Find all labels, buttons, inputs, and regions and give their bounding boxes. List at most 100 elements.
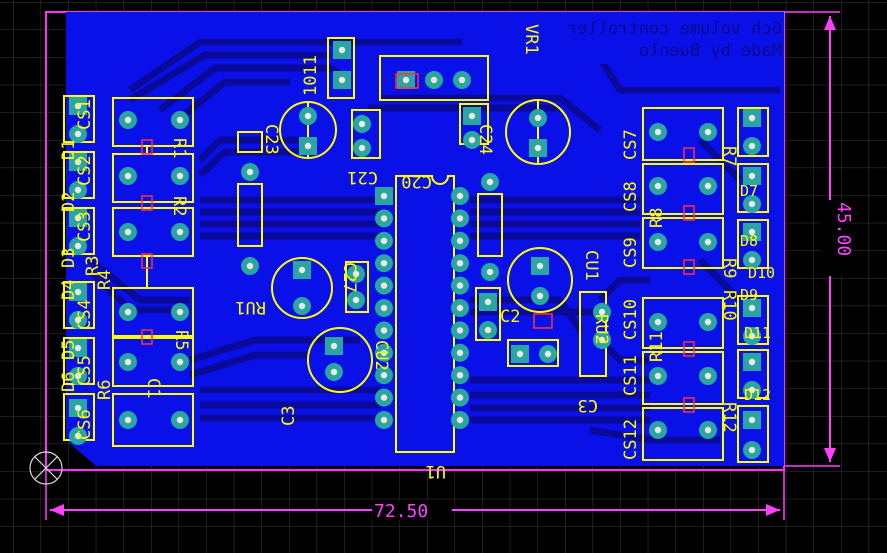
label-c24: C24 bbox=[475, 124, 495, 155]
drill-hole bbox=[380, 192, 388, 200]
drill-hole bbox=[352, 270, 360, 278]
drill-hole bbox=[536, 292, 544, 300]
drill-hole bbox=[74, 404, 82, 412]
drill-hole bbox=[654, 238, 662, 246]
drill-hole bbox=[654, 426, 662, 434]
drill-hole bbox=[124, 172, 132, 180]
dimension-width-label: 72.50 bbox=[374, 501, 428, 522]
drill-hole bbox=[456, 260, 464, 267]
drill-hole bbox=[380, 282, 388, 289]
drill-hole bbox=[74, 344, 82, 352]
drill-hole bbox=[748, 172, 756, 180]
label-r9: R9 bbox=[719, 258, 739, 278]
drill-hole bbox=[456, 192, 464, 200]
label-cs10: CS10 bbox=[621, 299, 641, 340]
label-ru1: RU1 bbox=[235, 297, 266, 317]
drill-hole bbox=[654, 318, 662, 326]
misc-outlines bbox=[237, 37, 607, 377]
ic-u1-outline bbox=[395, 175, 455, 453]
drill-hole bbox=[124, 228, 132, 236]
drill-hole bbox=[380, 327, 388, 334]
drill-hole bbox=[124, 358, 132, 366]
label-d6: D6 bbox=[59, 372, 79, 392]
drill-hole bbox=[338, 46, 346, 54]
label-cs9: CS9 bbox=[621, 237, 641, 268]
component-markers bbox=[141, 73, 695, 413]
drill-hole bbox=[748, 228, 756, 236]
label-u1: U1 bbox=[426, 461, 446, 481]
drill-hole bbox=[358, 120, 366, 128]
label-vr1: VR1 bbox=[521, 24, 541, 55]
drill-hole bbox=[74, 432, 82, 440]
drill-hole bbox=[74, 288, 82, 296]
copper-pour bbox=[66, 12, 784, 466]
drill-hole bbox=[430, 76, 438, 84]
drill-hole bbox=[380, 260, 388, 267]
label-d4: D4 bbox=[59, 280, 79, 300]
drill-hole bbox=[748, 446, 756, 454]
label-cs8: CS8 bbox=[621, 181, 641, 212]
drill-hole bbox=[352, 296, 360, 304]
drill-hole bbox=[176, 308, 184, 316]
label-r10: R10 bbox=[719, 290, 739, 321]
drill-hole bbox=[338, 76, 346, 84]
drill-hole bbox=[402, 76, 410, 84]
drill-hole bbox=[748, 200, 756, 208]
label-r2: R2 bbox=[169, 196, 189, 216]
drill-hole bbox=[486, 178, 494, 186]
drill-hole bbox=[704, 182, 712, 190]
drill-hole bbox=[748, 114, 756, 122]
label-r5: R5 bbox=[171, 330, 191, 350]
drill-hole bbox=[456, 349, 464, 356]
label-r3: R3 bbox=[83, 256, 103, 276]
drill-hole bbox=[704, 372, 712, 380]
drill-hole bbox=[654, 372, 662, 380]
drill-hole bbox=[748, 358, 756, 366]
drill-hole bbox=[74, 372, 82, 380]
label-cs3: CS3 bbox=[75, 211, 95, 242]
drill-hole bbox=[598, 336, 606, 344]
drill-hole bbox=[176, 116, 184, 124]
drill-hole bbox=[654, 182, 662, 190]
drill-hole bbox=[74, 186, 82, 194]
drill-hole bbox=[124, 416, 132, 424]
label-d3: D3 bbox=[59, 248, 79, 268]
left-resistor-blocks bbox=[112, 97, 194, 447]
dimension-width: 72.50 bbox=[45, 470, 785, 522]
label-r7: R7 bbox=[719, 146, 739, 166]
drill-hole bbox=[74, 242, 82, 250]
label-cs2: CS2 bbox=[75, 155, 95, 186]
label-cs6: CS6 bbox=[75, 409, 95, 440]
label-d2: D2 bbox=[59, 192, 79, 212]
drill-hole bbox=[456, 327, 464, 334]
drill-hole bbox=[304, 112, 312, 120]
label-c23: C23 bbox=[261, 124, 281, 155]
drill-hole bbox=[456, 282, 464, 289]
drill-hole bbox=[534, 114, 542, 122]
label-r1: R1 bbox=[169, 138, 189, 158]
drill-hole bbox=[486, 268, 494, 276]
drill-hole bbox=[516, 350, 524, 358]
drill-hole bbox=[124, 308, 132, 316]
label-d8: D8 bbox=[740, 232, 758, 250]
drill-hole bbox=[380, 349, 388, 356]
drill-hole bbox=[484, 326, 492, 334]
drill-hole bbox=[456, 237, 464, 244]
label-d9: D9 bbox=[740, 286, 758, 304]
drill-hole bbox=[380, 394, 388, 401]
drill-hole bbox=[74, 214, 82, 222]
label-cs11: CS11 bbox=[621, 355, 641, 396]
drill-hole bbox=[176, 228, 184, 236]
label-ru2: RU2 bbox=[591, 314, 611, 345]
pad-group bbox=[69, 41, 761, 459]
silkscreen-labels: CS1 CS2 CS3 CS4 CS5 CS6 D1 D2 D3 D4 D5 D… bbox=[59, 24, 775, 481]
label-d11: D11 bbox=[744, 324, 771, 342]
drill-hole bbox=[74, 316, 82, 324]
label-c3-right: C3 bbox=[578, 395, 598, 415]
label-r8: R8 bbox=[647, 208, 667, 228]
electrolytic-caps bbox=[271, 99, 573, 393]
drill-hole bbox=[704, 128, 712, 136]
board-author: Made by Buenlo bbox=[639, 41, 782, 61]
label-r4: R4 bbox=[95, 270, 115, 290]
